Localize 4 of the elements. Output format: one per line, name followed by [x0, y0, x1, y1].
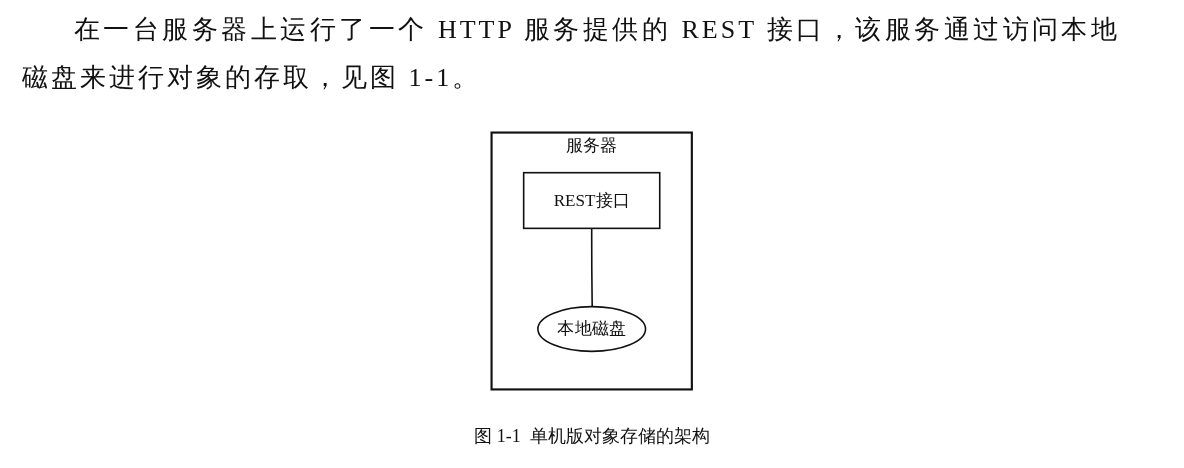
- node-ellipse: 本地磁盘: [537, 305, 647, 353]
- paragraph-text: 在一台服务器上运行了一个 HTTP 服务提供的 REST 接口，该服务通过访问本地磁盘来进行对象的存取，见图 1-1。: [22, 14, 1120, 94]
- node-box: REST接口: [523, 171, 661, 230]
- figure-caption: 图 1-1 单机版对象存储的架构: [474, 426, 710, 446]
